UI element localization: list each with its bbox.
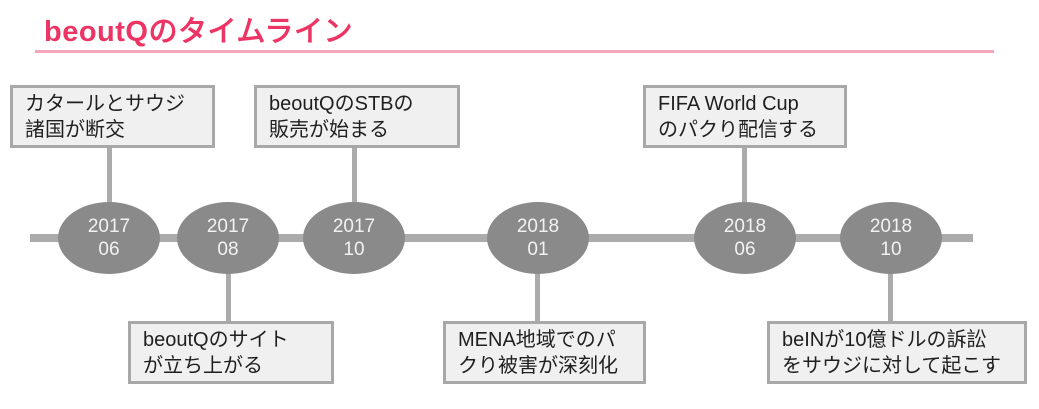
node-month: 06	[98, 239, 120, 260]
event-box-2018-06: FIFA World Cup のパクり配信する	[643, 85, 847, 148]
event-box-2017-06: カタールとサウジ 諸国が断交	[10, 85, 215, 148]
event-box-2018-10: beINが10億ドルの訴訟 をサウジに対して起こす	[767, 321, 1027, 384]
node-month: 10	[880, 239, 902, 260]
event-text-line: beoutQのSTBの	[269, 92, 414, 115]
node-year: 2018	[516, 216, 560, 237]
node-year: 2018	[869, 216, 913, 237]
node-year: 2017	[206, 216, 250, 237]
event-text-line: beoutQのサイト	[143, 328, 289, 351]
event-text-line: カタールとサウジ	[25, 92, 185, 115]
connector-2017-10	[352, 146, 357, 216]
node-month: 10	[343, 239, 365, 260]
timeline-node-2018-10: 2018 10	[840, 202, 942, 274]
timeline-node-2018-06: 2018 06	[694, 202, 796, 274]
event-text-line: のパクり配信する	[658, 118, 818, 141]
event-box-2017-08: beoutQのサイト が立ち上がる	[128, 321, 334, 384]
timeline-node-2017-10: 2017 10	[303, 202, 405, 274]
event-text-line: をサウジに対して起こす	[782, 354, 1001, 377]
timeline-node-2018-01: 2018 01	[487, 202, 589, 274]
event-text-line: 諸国が断交	[25, 118, 125, 141]
event-text-line: MENA地域でのパ	[458, 328, 616, 351]
title-underline-rule	[35, 50, 994, 53]
event-text-line: 販売が始まる	[269, 118, 389, 141]
page-title: beoutQのタイムライン	[44, 16, 353, 48]
connector-2018-01	[535, 258, 540, 322]
node-month: 08	[217, 239, 239, 260]
node-year: 2018	[723, 216, 767, 237]
event-box-2018-01: MENA地域でのパ クり被害が深刻化	[443, 321, 646, 384]
node-year: 2017	[332, 216, 376, 237]
connector-2017-08	[226, 258, 231, 322]
event-text-line: クり被害が深刻化	[458, 354, 618, 377]
connector-2018-06	[742, 146, 747, 216]
connector-2018-10	[888, 258, 893, 322]
timeline-node-2017-06: 2017 06	[58, 202, 160, 274]
event-text-line: FIFA World Cup	[658, 92, 799, 115]
timeline-node-2017-08: 2017 08	[177, 202, 279, 274]
node-month: 06	[734, 239, 756, 260]
event-text-line: が立ち上がる	[143, 354, 263, 377]
node-year: 2017	[87, 216, 131, 237]
node-month: 01	[527, 239, 549, 260]
event-box-2017-10: beoutQのSTBの 販売が始まる	[254, 85, 460, 148]
event-text-line: beINが10億ドルの訴訟	[782, 328, 987, 351]
connector-2017-06	[107, 146, 112, 216]
